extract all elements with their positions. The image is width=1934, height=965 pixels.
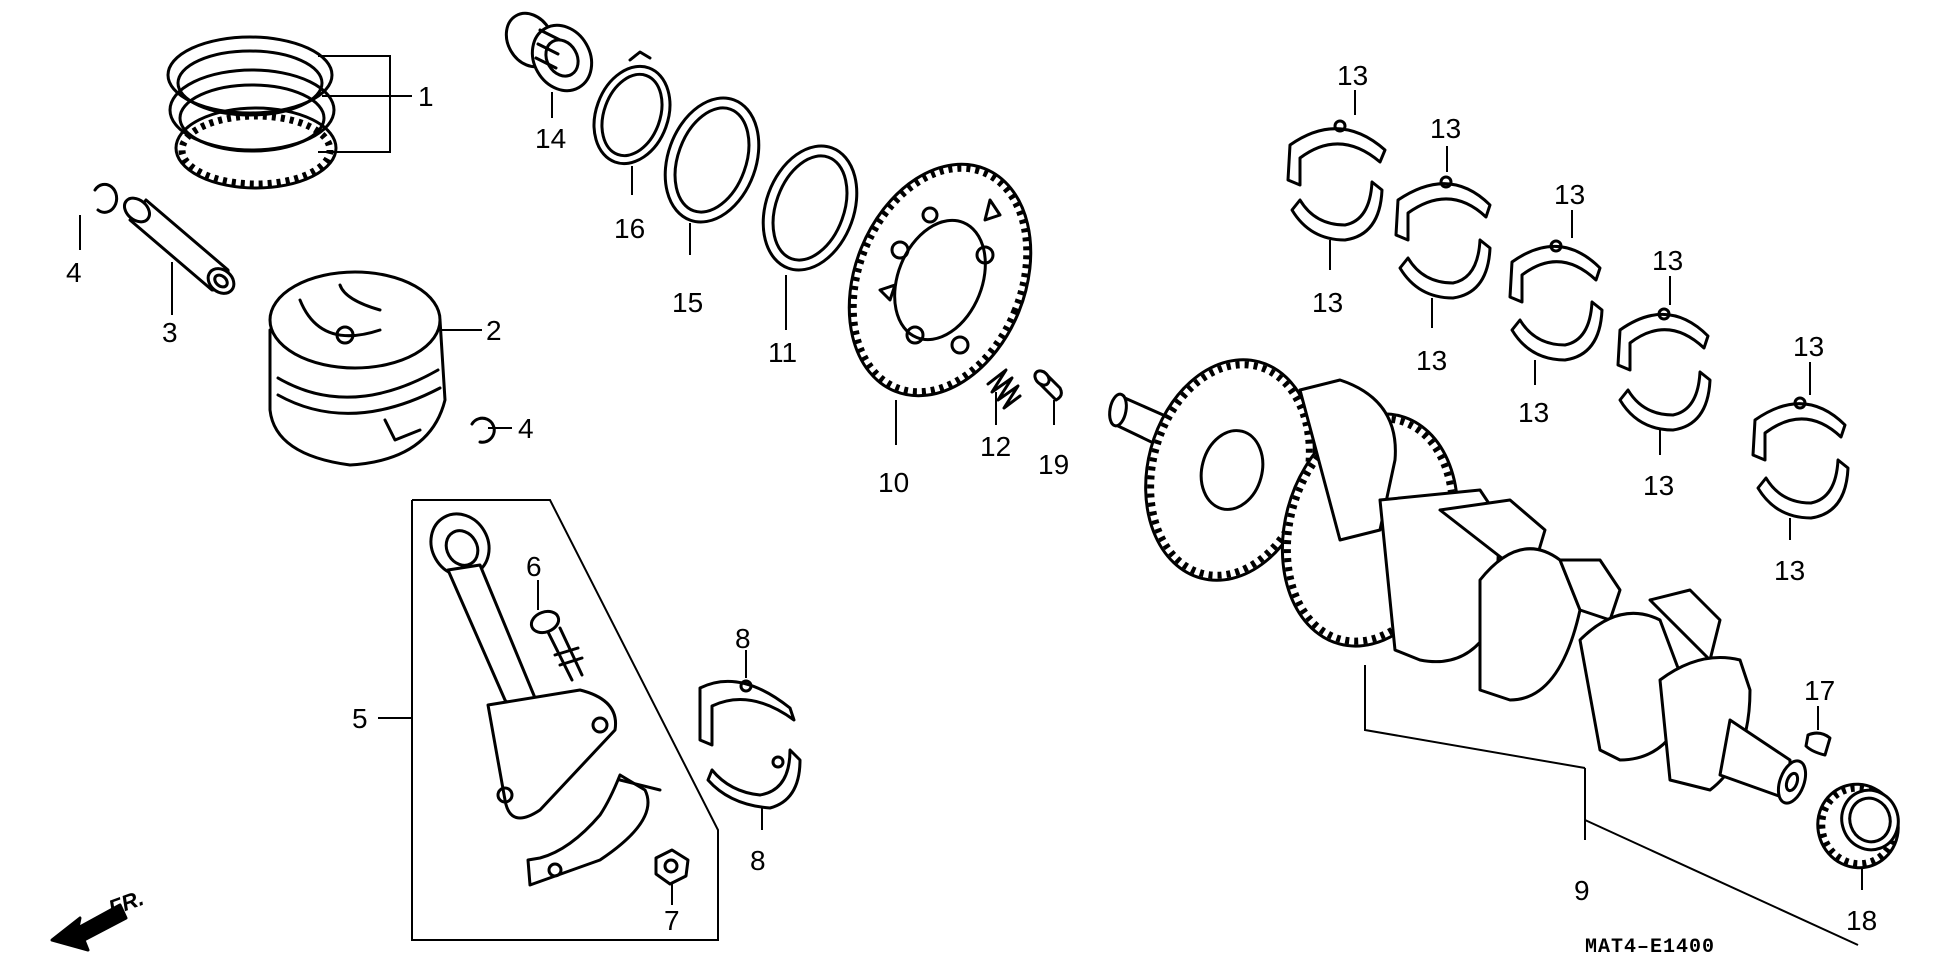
crankshaft-bearing[interactable] bbox=[1806, 773, 1910, 879]
main-bearing-upper-5[interactable] bbox=[1751, 396, 1847, 462]
callout-13a: 13 bbox=[1337, 60, 1368, 91]
callout-13j: 13 bbox=[1774, 555, 1805, 586]
callout-1: 1 bbox=[418, 81, 434, 112]
starter-driven-gear[interactable] bbox=[816, 137, 1064, 423]
callout-13b: 13 bbox=[1312, 287, 1343, 318]
callout-5: 5 bbox=[352, 703, 368, 734]
connecting-rod[interactable] bbox=[420, 503, 618, 820]
piston-pin-clip-lower[interactable] bbox=[470, 416, 496, 444]
diagram-code: MAT4–E1400 bbox=[1585, 936, 1715, 959]
callout-2: 2 bbox=[486, 315, 502, 346]
callout-9: 9 bbox=[1574, 875, 1590, 906]
callout-18: 18 bbox=[1846, 905, 1877, 936]
needle-bearing[interactable] bbox=[497, 5, 603, 102]
main-bearing-upper-3[interactable] bbox=[1508, 239, 1602, 304]
washer[interactable] bbox=[747, 133, 873, 283]
callout-6: 6 bbox=[526, 551, 542, 582]
callout-13c: 13 bbox=[1430, 113, 1461, 144]
callout-14: 14 bbox=[535, 123, 566, 154]
callout-13h: 13 bbox=[1643, 470, 1674, 501]
front-direction-arrow-icon bbox=[50, 903, 128, 952]
spring[interactable] bbox=[986, 368, 1022, 410]
connecting-rod-bearing-lower[interactable] bbox=[706, 748, 802, 810]
piston[interactable] bbox=[268, 270, 447, 467]
callout-8a: 8 bbox=[735, 623, 751, 654]
main-bearing-lower-1[interactable] bbox=[1290, 180, 1384, 242]
main-bearing-lower-2[interactable] bbox=[1398, 238, 1492, 300]
callout-12: 12 bbox=[980, 431, 1011, 462]
main-bearing-lower-3[interactable] bbox=[1510, 300, 1604, 362]
woodruff-key[interactable] bbox=[1804, 731, 1832, 757]
piston-pin[interactable] bbox=[120, 193, 239, 298]
main-bearing-upper-1[interactable] bbox=[1286, 119, 1387, 187]
callout-13g: 13 bbox=[1652, 245, 1683, 276]
callout-3: 3 bbox=[162, 317, 178, 348]
callout-10: 10 bbox=[878, 467, 909, 498]
main-bearing-upper-2[interactable] bbox=[1394, 175, 1492, 242]
callout-17: 17 bbox=[1804, 675, 1835, 706]
callout-13i: 13 bbox=[1793, 331, 1824, 362]
callout-4b: 4 bbox=[518, 413, 534, 444]
connecting-rod-cap[interactable] bbox=[526, 773, 662, 887]
connecting-rod-bearing-upper[interactable] bbox=[698, 679, 796, 747]
connecting-rod-nut[interactable] bbox=[654, 848, 690, 886]
piston-pin-clip-upper[interactable] bbox=[93, 182, 119, 214]
callout-16: 16 bbox=[614, 213, 645, 244]
callout-13f: 13 bbox=[1518, 397, 1549, 428]
callout-4a: 4 bbox=[66, 257, 82, 288]
callout-11: 11 bbox=[768, 337, 797, 368]
callout-13d: 13 bbox=[1416, 345, 1447, 376]
front-direction-label: FR. bbox=[105, 885, 147, 921]
callout-8b: 8 bbox=[750, 845, 766, 876]
piston-rings[interactable] bbox=[166, 35, 338, 190]
connecting-rod-bolt[interactable] bbox=[528, 608, 584, 682]
main-bearing-lower-5[interactable] bbox=[1756, 458, 1850, 520]
thrust-washer[interactable] bbox=[649, 85, 775, 235]
callout-7: 7 bbox=[664, 905, 680, 936]
roller[interactable] bbox=[1032, 368, 1063, 402]
main-bearing-lower-4[interactable] bbox=[1618, 370, 1712, 432]
crankshaft[interactable] bbox=[1107, 341, 1810, 807]
callout-13e: 13 bbox=[1554, 179, 1585, 210]
callout-19: 19 bbox=[1038, 449, 1069, 480]
snap-ring[interactable] bbox=[581, 50, 683, 174]
callout-15: 15 bbox=[672, 287, 703, 318]
main-bearing-upper-4[interactable] bbox=[1616, 307, 1710, 372]
